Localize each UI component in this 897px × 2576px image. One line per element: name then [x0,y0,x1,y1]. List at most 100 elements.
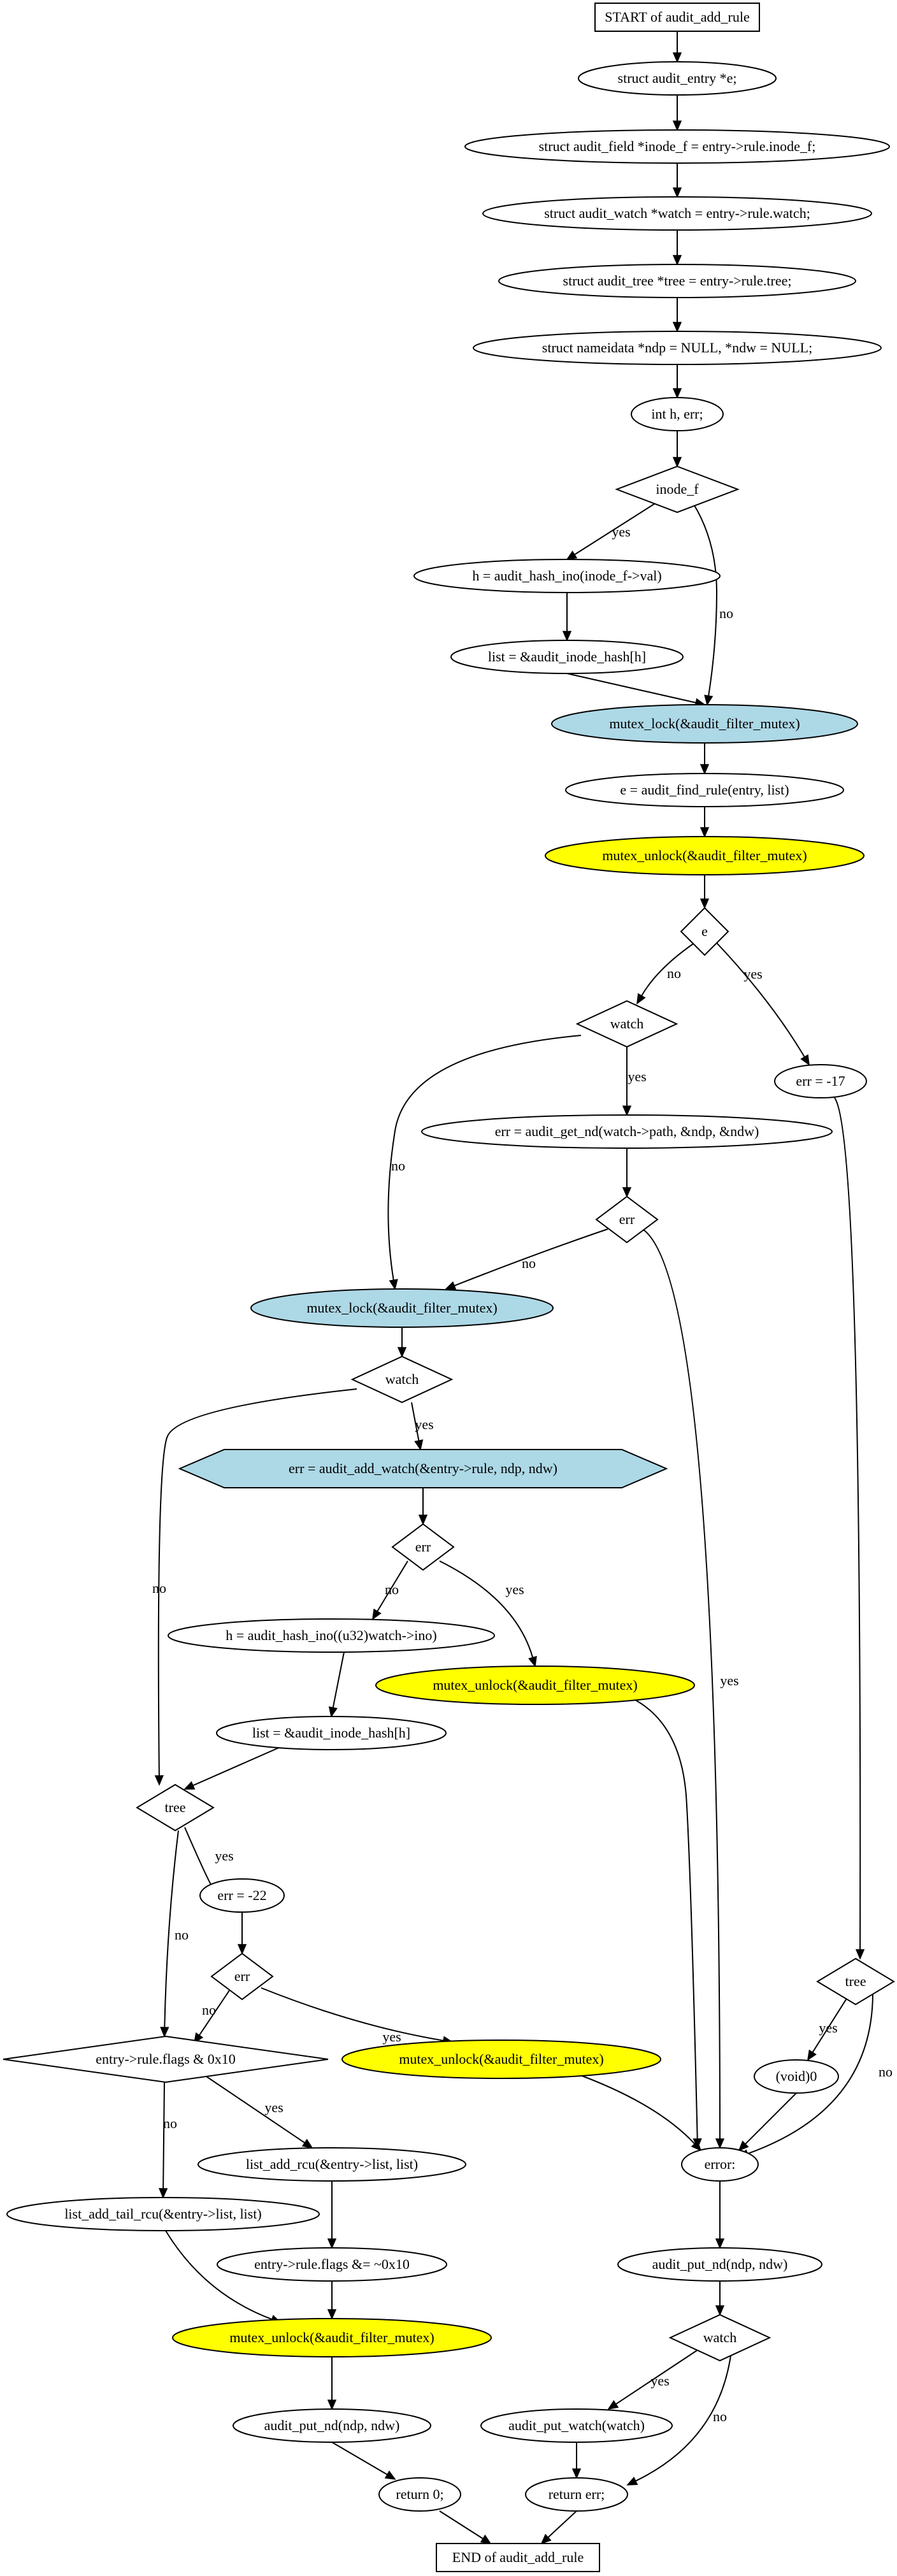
arrowhead-icon [327,2309,337,2320]
edge-line [716,942,805,1058]
arrowhead-icon [607,2400,619,2410]
arrowhead-icon [626,2477,638,2486]
node-n8: list = &audit_inode_hash[h] [450,640,684,674]
ellipse-shape [464,129,890,164]
edge-line [411,1402,420,1441]
node-label: mutex_unlock(&audit_filter_mutex) [399,2051,603,2067]
edge-line [573,2072,696,2145]
edge-line [332,1651,345,1708]
diamond-shape [680,907,729,956]
node-unlock4: mutex_unlock(&audit_filter_mutex) [172,2318,492,2357]
edge-d-tree1-to-d-flags: no [160,1830,189,2038]
edge-line [834,1097,861,1950]
edge-line [439,2510,484,2540]
node-label: err = -22 [217,1887,266,1903]
ellipse-shape [578,61,777,96]
edge-lock2-to-d-watch2 [397,1327,407,1358]
edge-d-watch2-to-hex1: yes [411,1402,434,1451]
node-label: (void)0 [776,2068,817,2084]
ellipse-shape [498,264,856,298]
edge-label-no: no [879,2064,893,2080]
arrowhead-icon [800,1054,810,1066]
arrowhead-icon [566,550,578,561]
node-label: entry->rule.flags & 0x10 [96,2051,236,2067]
edge-line [615,2347,701,2405]
arrowhead-icon [183,1781,196,1790]
edge-line [331,2442,388,2475]
edge-line [747,1992,873,2155]
node-d-watch2: watch [350,1355,454,1404]
edge-n15-to-unlock4 [327,2281,337,2320]
arrowhead-icon [672,322,682,333]
arrowhead-icon [301,2138,313,2149]
edge-label-no: no [163,2115,177,2131]
arrowhead-icon [700,764,710,775]
edge-d-inode-to-lock1: no [692,503,733,706]
diamond-shape [3,2035,329,2083]
edge-n11-to-n12 [328,1651,345,1718]
edge-label-yes: yes [819,2020,837,2036]
edge-unlock4-to-n17 [327,2357,337,2410]
edge-start-to-n1 [672,31,682,63]
box-shape [436,2543,600,2572]
node-d-tree1: tree [136,1783,215,1832]
edge-unlock2-to-n-error [627,1695,702,2149]
arrowhead-icon [691,2140,702,2152]
arrowhead-icon [700,898,710,909]
edge-line [261,1987,444,2041]
arrowhead-icon [622,1187,632,1198]
ellipse-shape [551,704,858,744]
ellipse-shape [545,836,865,875]
node-lock2: mutex_lock(&audit_filter_mutex) [250,1288,554,1328]
ellipse-shape [172,2318,492,2357]
node-label: tree [845,1973,866,1989]
arrowhead-icon [414,1439,424,1451]
edge-d-tree2-to-n-void: yes [807,1997,848,2061]
ellipse-shape [413,559,721,593]
ellipse-shape [168,1618,495,1653]
box-shape [594,3,760,32]
ellipse-shape [681,2147,759,2182]
edge-lock1-to-n9 [700,743,710,775]
edge-line [164,1830,179,2028]
node-label: END of audit_add_rule [452,2549,584,2565]
node-label: mutex_lock(&audit_filter_mutex) [609,716,800,731]
node-label: struct audit_entry *e; [618,70,737,86]
ellipse-shape [774,1064,867,1098]
node-label: return err; [549,2486,605,2502]
node-label: audit_put_nd(ndp, ndw) [264,2417,400,2433]
diamond-shape [136,1783,215,1832]
edge-line [635,2350,732,2482]
ellipse-shape [378,2477,461,2512]
edge-n3-to-n4 [672,230,682,266]
edge-line [157,1388,357,1776]
node-n-err17: err = -17 [774,1064,867,1098]
arrowhead-icon [397,1347,407,1358]
node-d-tree2: tree [816,1957,895,2006]
edge-line [377,1560,408,1612]
ellipse-shape [341,2040,661,2079]
node-label: err [619,1211,635,1227]
edge-label-yes: yes [415,1416,433,1432]
node-n18: audit_put_watch(watch) [480,2408,673,2443]
node-label: struct audit_tree *tree = entry->rule.tr… [563,273,792,289]
diamond-shape [350,1355,454,1404]
edge-hex1-to-d-err2 [418,1488,428,1525]
arrowhead-icon [571,2468,582,2479]
diamond-shape [816,1957,895,2006]
node-n4: struct audit_tree *tree = entry->rule.tr… [498,264,856,298]
edge-n8-to-lock1 [566,673,706,707]
edge-label-yes: yes [264,2099,283,2115]
edge-d-err2-to-unlock2: yes [439,1560,537,1667]
node-label: mutex_lock(&audit_filter_mutex) [306,1300,497,1316]
arrowhead-icon [672,52,682,63]
arrowhead-icon [562,631,572,642]
edge-label-yes: yes [628,1069,646,1084]
node-label: e = audit_find_rule(entry, list) [620,782,789,798]
edge-line [627,1695,698,2140]
edge-line [165,2230,273,2321]
arrowhead-icon [700,827,710,838]
node-label: audit_put_watch(watch) [508,2417,645,2433]
edge-d-watch3-to-reterr: no [626,2350,732,2486]
edge-n13-to-n15 [327,2181,337,2249]
